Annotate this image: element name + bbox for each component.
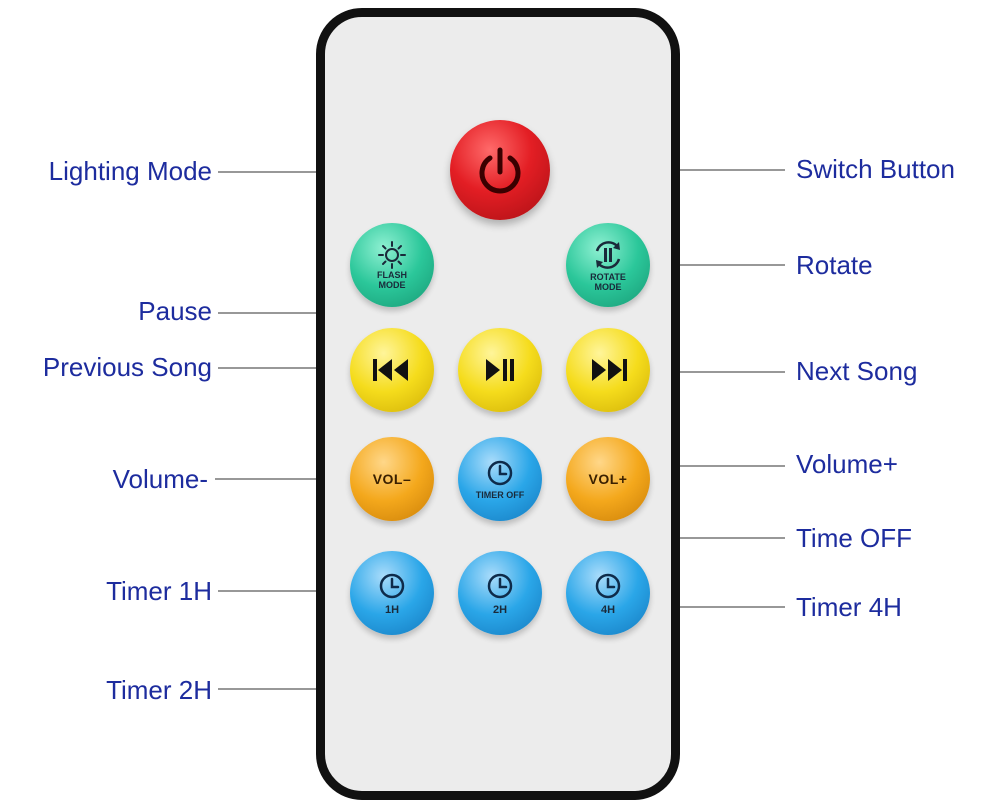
timer-2h-button[interactable]: 2H	[458, 551, 542, 635]
clock-icon	[379, 573, 405, 599]
callout-timer-1h: Timer 1H	[106, 576, 212, 606]
volume-down-button[interactable]: VOL–	[350, 437, 434, 521]
callout-lighting-mode: Lighting Mode	[48, 156, 212, 186]
power-icon	[479, 147, 521, 194]
clock-icon	[487, 573, 513, 599]
callout-volume-minus: Volume-	[112, 464, 208, 494]
sun-icon	[378, 241, 406, 269]
volume-up-button[interactable]: VOL+	[566, 437, 650, 521]
timer-1h-label: 1H	[384, 604, 400, 616]
previous-icon	[373, 359, 408, 381]
power-button[interactable]	[450, 120, 550, 220]
clock-icon	[487, 460, 513, 486]
vol-plus-label: VOL+	[588, 471, 628, 487]
play-pause-icon	[486, 359, 514, 381]
flash-mode-line1: FLASH	[377, 270, 407, 280]
flash-mode-line2: MODE	[378, 280, 406, 290]
callout-time-off: Time OFF	[796, 523, 913, 553]
callout-timer-2h: Timer 2H	[106, 675, 212, 705]
rotate-mode-line1: ROTATE	[590, 272, 626, 282]
rotate-icon	[595, 241, 621, 269]
vol-minus-label: VOL–	[372, 471, 412, 487]
callout-switch-button: Switch Button	[796, 154, 955, 184]
timer-off-label: TIMER OFF	[475, 490, 525, 500]
timer-1h-button[interactable]: 1H	[350, 551, 434, 635]
previous-song-button[interactable]	[350, 328, 434, 412]
play-pause-button[interactable]	[458, 328, 542, 412]
timer-off-button[interactable]: TIMER OFF	[458, 437, 542, 521]
next-song-button[interactable]	[566, 328, 650, 412]
rotate-mode-line2: MODE	[594, 282, 622, 292]
callout-volume-plus: Volume+	[796, 449, 898, 479]
timer-4h-label: 4H	[600, 604, 616, 616]
callout-previous-song: Previous Song	[42, 352, 212, 382]
clock-icon	[595, 573, 621, 599]
rotate-mode-button[interactable]: ROTATE MODE	[566, 223, 650, 307]
next-icon	[592, 359, 627, 381]
timer-4h-button[interactable]: 4H	[566, 551, 650, 635]
callout-timer-4h: Timer 4H	[796, 592, 902, 622]
callout-next-song: Next Song	[796, 356, 918, 386]
timer-2h-label: 2H	[492, 604, 508, 616]
callout-pause: Pause	[138, 296, 212, 326]
callout-rotate: Rotate	[796, 250, 873, 280]
flash-mode-button[interactable]: FLASH MODE	[350, 223, 434, 307]
